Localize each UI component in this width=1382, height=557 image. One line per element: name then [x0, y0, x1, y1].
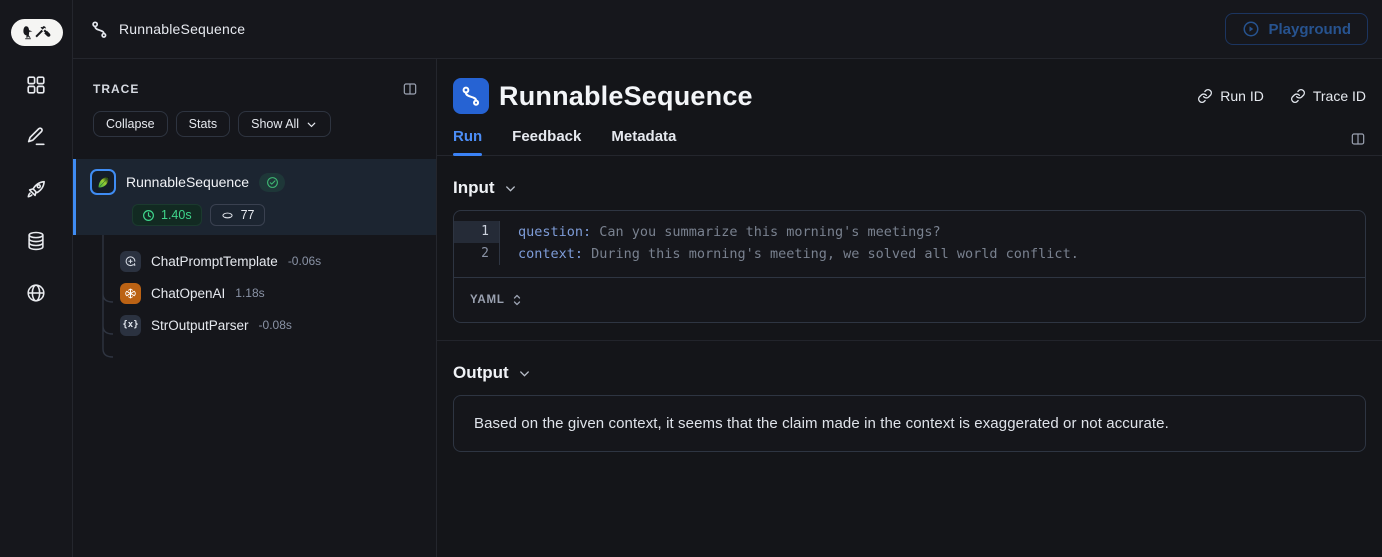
datasets-database-icon[interactable]	[24, 229, 48, 253]
code-line: context: During this morning's meeting, …	[518, 243, 1079, 265]
yaml-key: context:	[518, 246, 584, 262]
projects-grid-icon[interactable]	[24, 73, 48, 97]
stats-label: Stats	[188, 117, 218, 131]
output-collapse-chevron-icon[interactable]	[517, 366, 532, 381]
tree-node-chatopenai[interactable]: ChatOpenAI 1.18s	[73, 277, 436, 309]
token-disc-icon	[222, 212, 233, 218]
parser-icon: {x}	[120, 314, 141, 336]
play-circle-icon	[1243, 21, 1259, 37]
input-code-card: 1 2 question: Can you summarize this mor…	[453, 210, 1366, 323]
page-title: RunnableSequence	[499, 80, 753, 111]
child-node-duration: 1.18s	[235, 286, 265, 300]
playground-label: Playground	[1268, 20, 1351, 38]
child-node-duration: -0.08s	[258, 318, 292, 332]
collapse-side-panel-icon[interactable]	[1350, 131, 1366, 147]
success-check-icon	[259, 172, 285, 192]
run-detail-panel: RunnableSequence Run ID Trace ID Run	[437, 59, 1382, 557]
input-collapse-chevron-icon[interactable]	[503, 181, 518, 196]
tab-metadata[interactable]: Metadata	[611, 128, 677, 145]
collapse-panel-icon[interactable]	[402, 81, 418, 97]
parser-icon-label: {x}	[122, 320, 139, 330]
show-all-dropdown[interactable]: Show All	[238, 111, 332, 137]
annotation-pencil-icon[interactable]	[24, 125, 48, 149]
output-text-card: Based on the given context, it seems tha…	[453, 395, 1366, 452]
topbar: RunnableSequence Playground	[73, 0, 1382, 59]
yaml-key: question:	[518, 224, 592, 240]
line-number: 1	[454, 221, 499, 243]
section-divider	[437, 340, 1382, 341]
child-node-duration: -0.06s	[287, 254, 322, 268]
child-node-label: StrOutputParser	[151, 317, 249, 333]
tree-node-stroutputparser[interactable]: {x} StrOutputParser -0.08s	[73, 309, 436, 341]
stats-button[interactable]: Stats	[175, 111, 231, 137]
trace-id-link[interactable]: Trace ID	[1290, 88, 1366, 104]
root-node-label: RunnableSequence	[126, 174, 249, 190]
hub-globe-icon[interactable]	[24, 281, 48, 305]
trace-tree: RunnableSequence 1.40s 77	[73, 159, 436, 358]
tabbar: Run Feedback Metadata	[437, 114, 1382, 156]
chevron-down-icon	[307, 122, 316, 127]
collapse-button[interactable]: Collapse	[93, 111, 168, 137]
parrot-icon	[90, 169, 116, 195]
show-all-label: Show All	[251, 117, 300, 131]
code-line: question: Can you summarize this morning…	[518, 221, 1079, 243]
tokens-value: 77	[240, 208, 255, 222]
latency-badge: 1.40s	[132, 204, 202, 226]
tab-feedback[interactable]: Feedback	[512, 128, 582, 145]
clock-icon	[143, 209, 154, 221]
link-icon	[1198, 89, 1213, 103]
trace-panel: TRACE Collapse Stats Show All	[73, 59, 437, 557]
format-select-value: YAML	[470, 294, 505, 306]
tree-node-chatprompttemplate[interactable]: ChatPromptTemplate -0.06s	[73, 245, 436, 277]
collapse-label: Collapse	[106, 117, 155, 131]
left-rail	[0, 0, 73, 557]
playground-button[interactable]: Playground	[1225, 13, 1368, 45]
input-section-title: Input	[453, 178, 495, 197]
yaml-value: During this morning's meeting, we solved…	[583, 246, 1079, 262]
langsmith-logo[interactable]	[11, 19, 63, 46]
output-section-title: Output	[453, 363, 509, 382]
sequence-icon-badge	[453, 78, 489, 114]
line-number: 2	[481, 246, 489, 261]
latency-value: 1.40s	[161, 208, 192, 222]
yaml-value: Can you summarize this morning's meeting…	[591, 224, 941, 240]
tab-run[interactable]: Run	[453, 128, 483, 156]
trace-controls: Collapse Stats Show All	[73, 97, 436, 137]
breadcrumb[interactable]: RunnableSequence	[90, 20, 245, 39]
trace-panel-title: TRACE	[93, 82, 140, 96]
breadcrumb-label: RunnableSequence	[119, 21, 246, 37]
prompt-template-icon	[120, 250, 141, 272]
child-node-label: ChatOpenAI	[151, 285, 226, 301]
up-down-chevrons-icon	[513, 294, 520, 306]
sequence-icon	[90, 20, 109, 39]
deployments-rocket-icon[interactable]	[24, 177, 48, 201]
run-id-link[interactable]: Run ID	[1197, 88, 1264, 104]
openai-icon	[120, 282, 141, 304]
line-number-gutter: 1 2	[454, 221, 500, 265]
child-node-label: ChatPromptTemplate	[151, 253, 278, 269]
link-icon	[1290, 89, 1305, 103]
format-select[interactable]: YAML	[470, 293, 523, 307]
tree-node-runnablesequence[interactable]: RunnableSequence 1.40s 77	[73, 159, 436, 235]
yaml-editor[interactable]: 1 2 question: Can you summarize this mor…	[454, 211, 1365, 277]
run-id-label: Run ID	[1220, 88, 1264, 104]
tokens-badge: 77	[209, 204, 265, 226]
trace-id-label: Trace ID	[1312, 88, 1366, 104]
